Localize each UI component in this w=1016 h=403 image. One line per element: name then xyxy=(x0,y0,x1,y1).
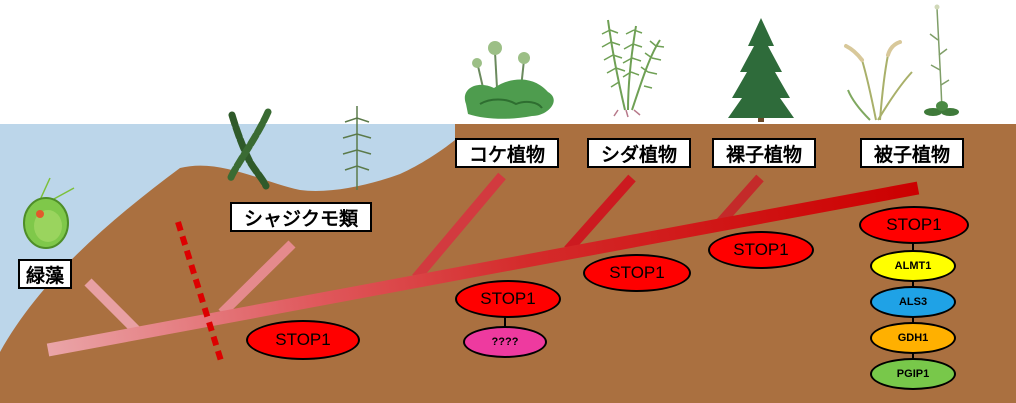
stop1-gymnosperms: STOP1 xyxy=(708,231,814,269)
stop1-angiosperms: STOP1 xyxy=(859,206,969,244)
label-ferns: シダ植物 xyxy=(587,138,691,168)
stop1-bryophytes: STOP1 xyxy=(455,280,561,318)
stop1-origin-marker xyxy=(175,221,225,365)
unknown-target-oval: ???? xyxy=(463,326,547,358)
arabidopsis-icon xyxy=(924,4,959,116)
target-almt1: ALMT1 xyxy=(870,250,956,282)
branch-bryophytes xyxy=(412,172,506,282)
trunk xyxy=(46,181,920,357)
spirogyra-icon xyxy=(226,108,272,190)
label-gymnosperms: 裸子植物 xyxy=(712,138,816,168)
phylogeny-tree xyxy=(46,172,920,357)
label-green-algae: 緑藻 xyxy=(18,259,72,289)
label-angiosperms: 被子植物 xyxy=(860,138,964,168)
target-gdh1: GDH1 xyxy=(870,322,956,354)
label-bryophytes: コケ植物 xyxy=(455,138,559,168)
fern-icon xyxy=(601,19,665,118)
green-algae-cell-icon xyxy=(23,177,75,249)
liverwort-icon xyxy=(464,41,554,119)
branch-ferns xyxy=(564,174,636,254)
label-charophytes: シャジクモ類 xyxy=(230,202,372,232)
stop1-ferns: STOP1 xyxy=(583,254,691,292)
conifer-icon xyxy=(728,18,794,122)
branch-gymnosperms xyxy=(716,174,764,227)
target-als3: ALS3 xyxy=(870,286,956,318)
rice-icon xyxy=(844,40,913,121)
chara-icon xyxy=(342,106,372,190)
branch-green-algae xyxy=(84,278,140,334)
stop1-charophytes: STOP1 xyxy=(246,320,360,360)
target-pgip1: PGIP1 xyxy=(870,358,956,390)
branch-charophytes xyxy=(218,240,296,317)
